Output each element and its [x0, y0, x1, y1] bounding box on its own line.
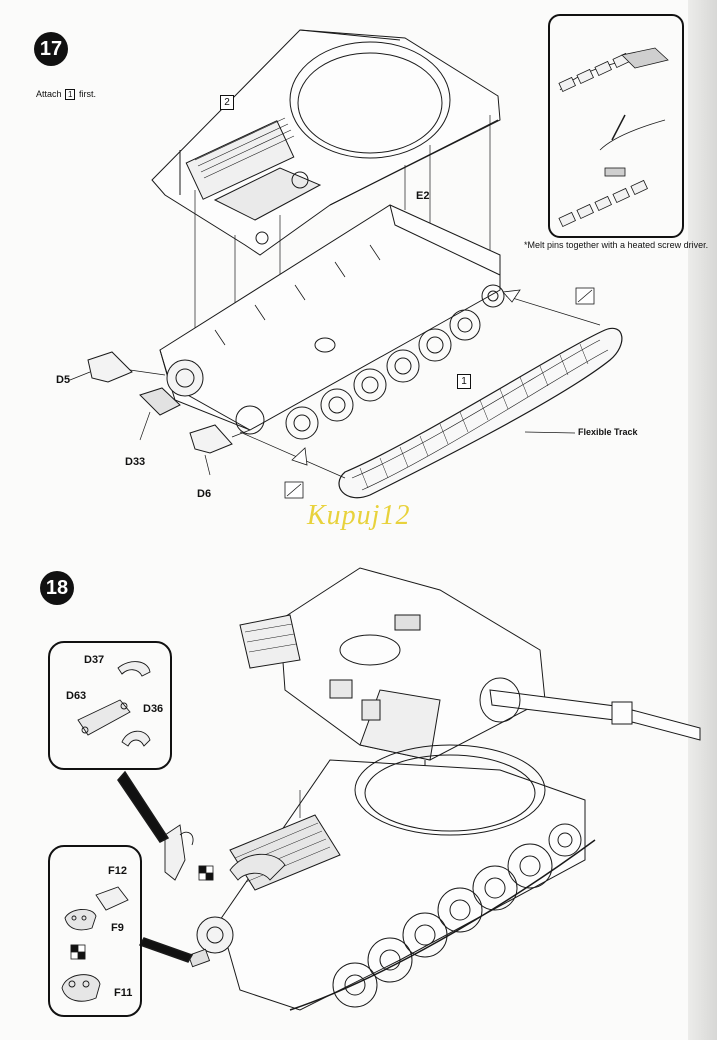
label-f11: F11: [114, 987, 133, 999]
inset-parts-d37-d63-d36: [48, 641, 172, 770]
part-box-track: 1: [457, 374, 471, 389]
upper-hull-deck-drawing: [151, 29, 501, 256]
direction-arrows: [291, 289, 521, 466]
step-17-number: 17: [34, 32, 68, 66]
flexible-track-drawing: [239, 295, 623, 499]
inset-f12-f9-f11-drawing: [61, 886, 129, 1002]
label-d5: D5: [56, 374, 71, 386]
label-f12: F12: [108, 865, 127, 877]
label-d63: D63: [66, 690, 87, 702]
callout-pointers: [117, 770, 194, 963]
no-glue-icon: [284, 287, 595, 499]
label-d36: D36: [143, 703, 164, 715]
upper-hull-turret-drawing: [239, 567, 701, 761]
track-pin-inset-drawing: [558, 47, 669, 228]
label-d33: D33: [125, 456, 146, 468]
instruction-suffix: first.: [79, 89, 96, 99]
instruction-prefix: Attach: [36, 89, 62, 99]
label-d6: D6: [197, 488, 212, 500]
part-box-hull: 2: [220, 95, 234, 110]
small-parts-d5-d33-d6: [69, 351, 251, 476]
label-d37: D37: [84, 654, 105, 666]
label-flexible-track: Flexible Track: [578, 427, 638, 437]
step-18-number: 18: [40, 571, 74, 605]
exhaust-parts-drawing: [164, 824, 286, 968]
road-wheels-step17: [285, 284, 505, 440]
lower-hull-drawing: [159, 204, 505, 440]
inset-d37-d63-d36-drawing: [77, 661, 151, 747]
track-pin-inset: [548, 14, 684, 238]
page-binding-edge: [688, 0, 717, 1040]
road-wheels-step18: [332, 823, 582, 1008]
instruction-part-box: 1: [65, 89, 76, 100]
watermark: Kupuj12: [307, 500, 411, 531]
inset-parts-f12-f9-f11: [48, 845, 142, 1017]
label-f9: F9: [111, 922, 124, 934]
lower-hull-drawing-step18: [196, 744, 596, 1011]
cement-icons: [70, 865, 214, 960]
step-17-instruction: Attach 1 first.: [36, 89, 96, 100]
inset-note: *Melt pins together with a heated screw …: [524, 240, 709, 250]
label-e2: E2: [416, 190, 430, 202]
